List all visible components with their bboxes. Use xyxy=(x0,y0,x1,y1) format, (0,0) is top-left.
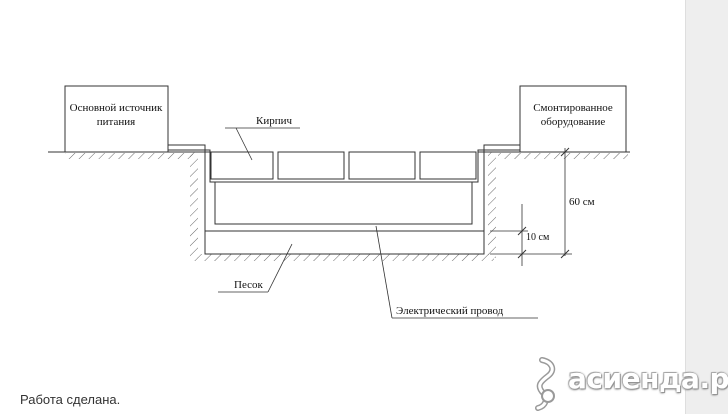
soil-hatch-trench-right-wall xyxy=(488,152,496,258)
wire-channel xyxy=(210,181,478,225)
watermark: асиенда.ру xyxy=(526,356,728,412)
caption-text: Работа сделана. xyxy=(20,392,121,407)
sand-leader xyxy=(267,243,293,293)
watermark-logo-icon xyxy=(535,357,556,411)
wire-label: Электрический провод xyxy=(396,305,504,317)
power-source-label-line2: питания xyxy=(97,116,135,128)
soil-hatch-right xyxy=(498,153,628,159)
right-side-strip xyxy=(686,0,728,414)
brick-1 xyxy=(210,151,274,180)
brick-2 xyxy=(277,151,345,180)
dimension-60-tick-bottom xyxy=(560,249,570,259)
mounted-equipment-label-line2: оборудование xyxy=(541,116,606,128)
brick-3 xyxy=(348,151,416,180)
power-source-box xyxy=(64,85,169,153)
soil-hatch-trench-left-wall xyxy=(190,152,198,258)
wire-leader xyxy=(375,225,393,319)
dimension-10-label: 10 см xyxy=(526,232,550,243)
mounted-equipment-box xyxy=(519,85,627,153)
dimension-60-tick-top xyxy=(560,147,570,157)
trench-outline xyxy=(168,144,520,255)
brick-leader xyxy=(235,127,253,161)
watermark-text: асиенда.ру xyxy=(568,362,728,395)
sand-label: Песок xyxy=(234,279,263,291)
soil-hatch-left xyxy=(65,153,193,159)
right-divider xyxy=(685,0,686,414)
power-source-label-line1: Основной источник xyxy=(70,102,163,114)
mounted-equipment-label-line1: Смонтированное xyxy=(533,102,613,114)
soil-hatch-trench-bottom xyxy=(192,254,494,261)
dimension-10-tick-bottom xyxy=(517,249,527,259)
dimension-60-label: 60 см xyxy=(569,196,595,208)
brick-4 xyxy=(419,151,477,180)
brick-label: Кирпич xyxy=(256,115,292,127)
trench-outline-outer xyxy=(168,149,520,183)
dimension-10-tick-top xyxy=(517,226,527,236)
